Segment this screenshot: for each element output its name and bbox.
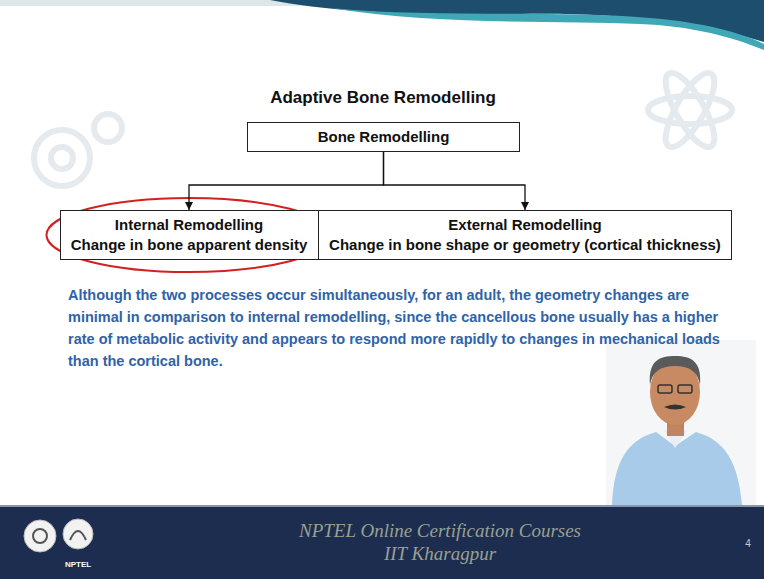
note-paragraph: Although the two processes occur simulta… <box>68 284 724 372</box>
page-number: 4 <box>738 538 758 550</box>
footer-bar <box>0 507 764 579</box>
logo-caption: NPTEL <box>48 560 108 570</box>
branch-arrow <box>384 152 526 210</box>
branch-arrow <box>189 152 384 210</box>
footer-institute: IIT Kharagpur <box>240 543 640 565</box>
footer-edge <box>0 505 764 507</box>
box-heading: External Remodelling <box>327 215 723 235</box>
presenter-figure <box>606 340 756 505</box>
box-body: Change in bone shape or geometry (cortic… <box>327 235 723 255</box>
root-box: Bone Remodelling <box>247 122 520 152</box>
slide-title: Adaptive Bone Remodelling <box>183 88 583 108</box>
header-swoosh <box>330 8 764 50</box>
box-heading: Bone Remodelling <box>256 127 511 147</box>
category-box: Internal RemodellingChange in bone appar… <box>60 210 319 260</box>
box-heading: Internal Remodelling <box>69 215 310 235</box>
footer-course: NPTEL Online Certification Courses <box>240 520 640 542</box>
box-body: Change in bone apparent density <box>69 235 310 255</box>
logos <box>24 519 93 552</box>
highlight-ellipse <box>47 198 332 272</box>
category-box: External RemodellingChange in bone shape… <box>318 210 732 260</box>
